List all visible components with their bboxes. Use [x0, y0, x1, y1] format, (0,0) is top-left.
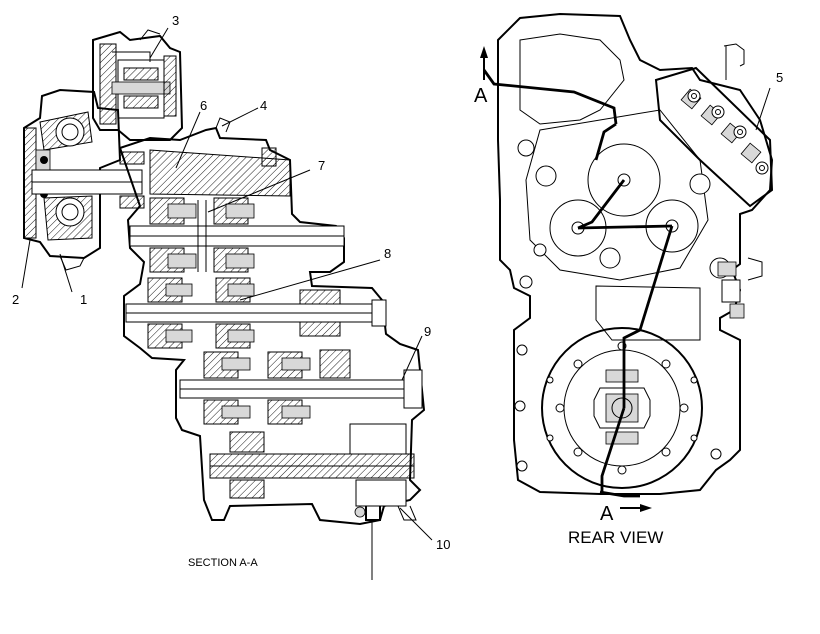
callout-leader-5 [755, 87, 771, 131]
callout-1: 1 [80, 292, 87, 307]
callout-4: 4 [260, 98, 267, 113]
section-marker-bottom: A [600, 503, 614, 525]
rear-view-drawing [480, 12, 774, 512]
section-cut-line [480, 46, 674, 512]
callout-7: 7 [318, 158, 325, 173]
cylinder-head [654, 43, 774, 208]
side-fittings [717, 257, 763, 319]
flywheel [514, 327, 722, 489]
section-a-a-drawing [21, 27, 433, 580]
shaft-9 [179, 349, 423, 425]
callout-9: 9 [424, 324, 431, 339]
callout-3: 3 [172, 13, 179, 28]
top-pump-housing [92, 29, 184, 141]
callout-labels: 1 2 3 4 5 6 7 8 9 10 [12, 13, 783, 552]
callout-10: 10 [436, 537, 450, 552]
section-marker-top: A [474, 85, 488, 107]
callout-6: 6 [200, 98, 207, 113]
callout-leaders-left [21, 27, 433, 541]
shaft-8 [125, 277, 387, 349]
callout-2: 2 [12, 292, 19, 307]
input-shaft [31, 151, 145, 209]
upper-gears [517, 139, 731, 289]
section-a-a-caption: SECTION A-A [188, 557, 258, 569]
shaft-7 [129, 197, 345, 273]
output-shaft [209, 423, 417, 580]
callout-5: 5 [776, 70, 783, 85]
callout-8: 8 [384, 246, 391, 261]
rear-view-caption: REAR VIEW [568, 528, 663, 547]
